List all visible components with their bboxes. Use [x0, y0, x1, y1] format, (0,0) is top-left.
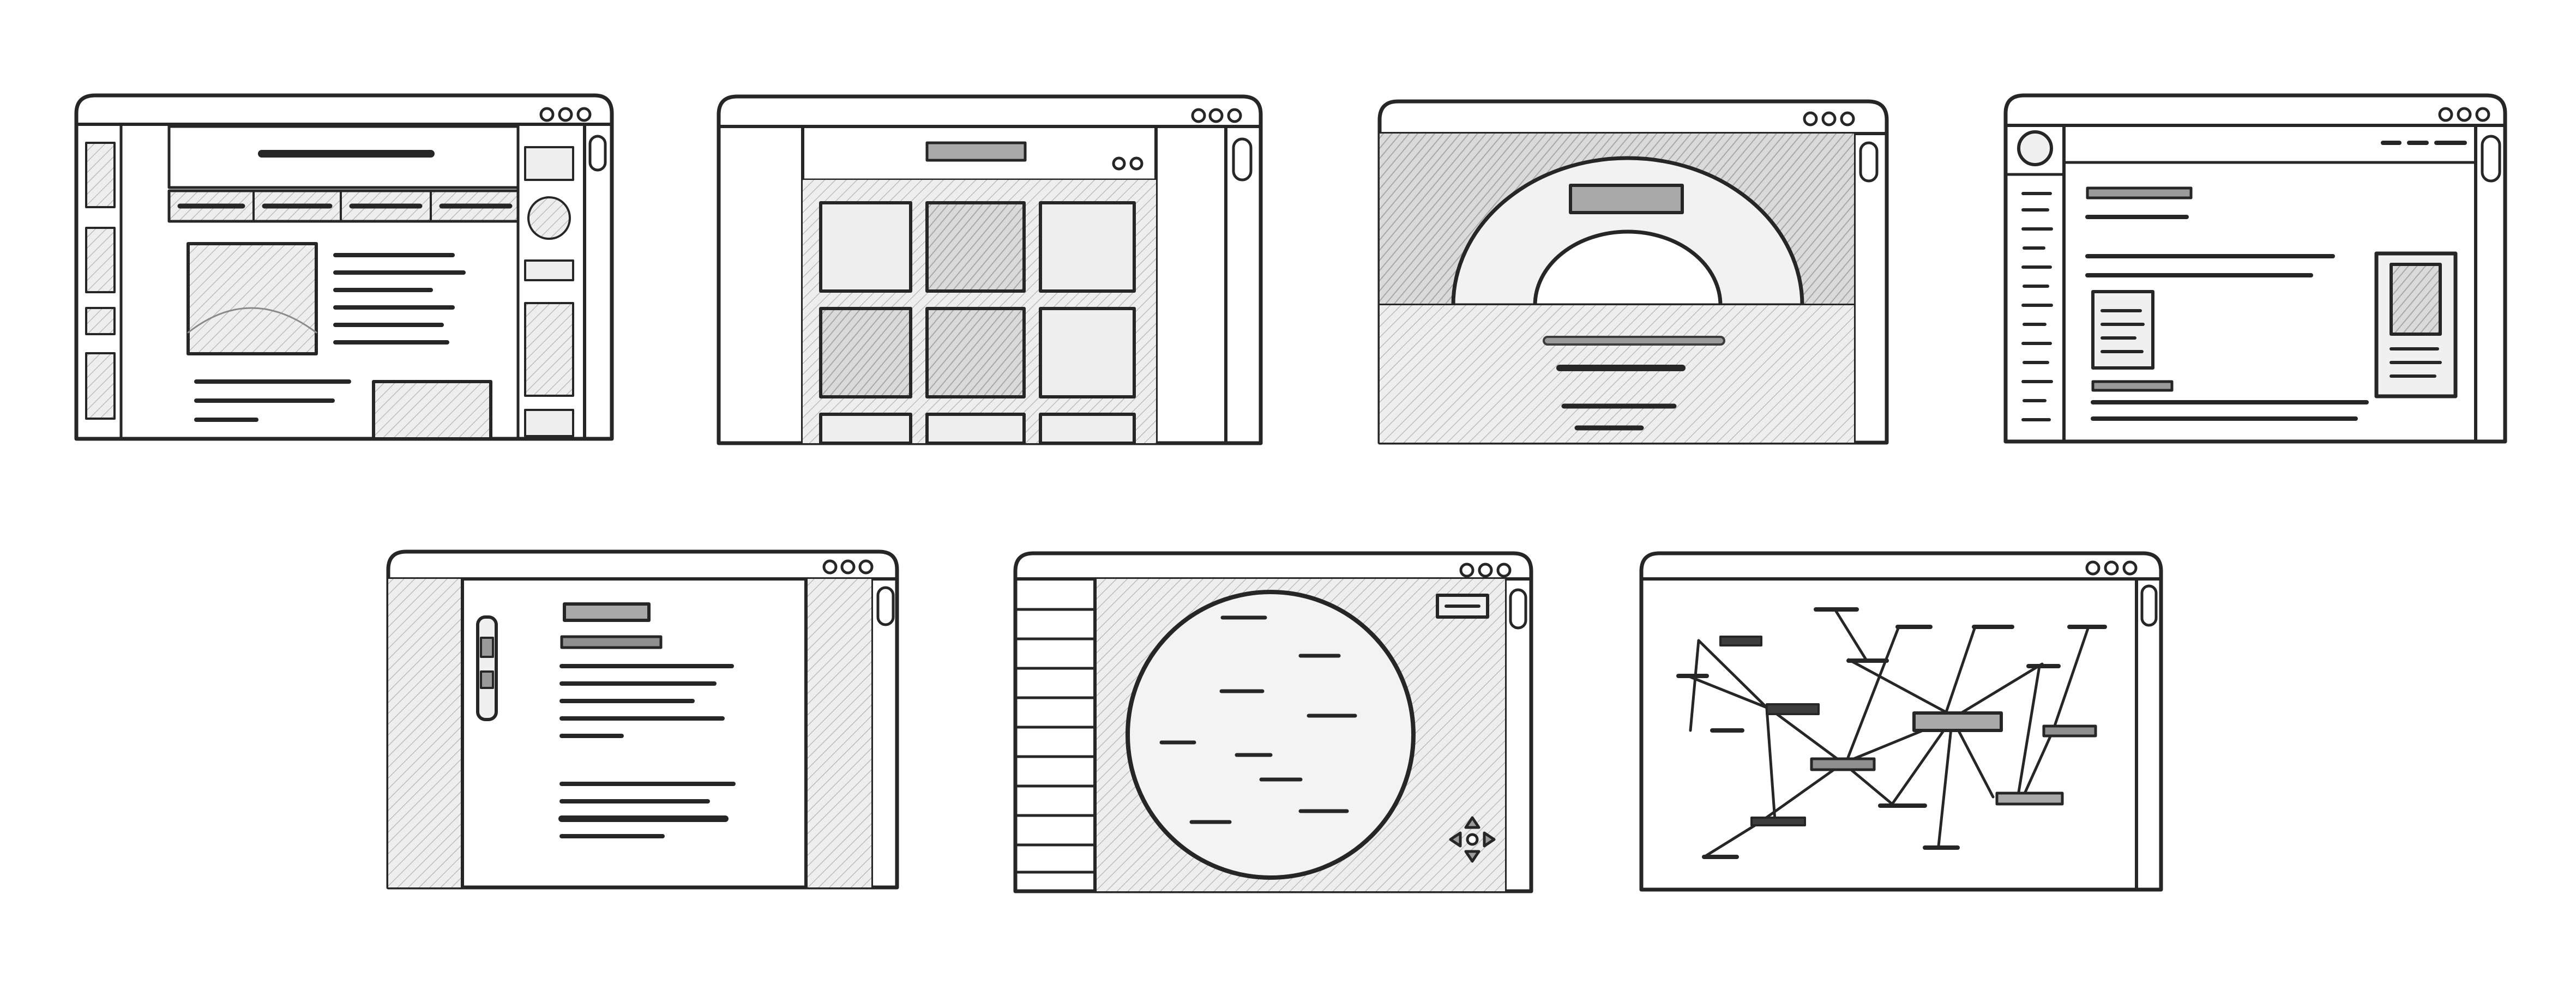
window-network-graph-layout	[1639, 551, 2163, 892]
grid-tile[interactable]	[1039, 201, 1136, 293]
sidebar-thumbnail	[85, 307, 116, 335]
window-control-icon[interactable]	[1459, 563, 1474, 578]
window-control-icon[interactable]	[822, 559, 838, 575]
timeline-scrubber[interactable]	[476, 615, 498, 721]
grid-tile[interactable]	[819, 201, 912, 293]
window-image-grid-layout	[717, 94, 1263, 445]
pan-control-icon[interactable]	[1449, 816, 1496, 863]
scrollbar-thumb[interactable]	[1859, 141, 1879, 183]
grid-header-title	[925, 141, 1027, 162]
grid-tile[interactable]	[819, 413, 912, 445]
window-control-icon[interactable]	[2475, 107, 2490, 122]
map-markers	[1159, 615, 1357, 824]
graph-edges	[1686, 608, 2090, 859]
grid-tile[interactable]	[1039, 307, 1136, 398]
window-control-icon[interactable]	[1478, 563, 1493, 578]
window-control-icon[interactable]	[858, 559, 874, 575]
scrollbar-thumb[interactable]	[2140, 584, 2158, 627]
sidebar-thumbnail	[85, 227, 116, 293]
window-control-icon[interactable]	[2122, 560, 2138, 576]
window-control-icon[interactable]	[576, 107, 592, 122]
grid-tile[interactable]	[925, 307, 1026, 398]
window-control-icon[interactable]	[2457, 107, 2472, 122]
window-control-icon[interactable]	[2438, 107, 2453, 122]
window-article-timeline-layout	[386, 549, 899, 890]
window-control-icon[interactable]	[1496, 563, 1512, 578]
circle-map[interactable]	[1126, 590, 1416, 880]
sidebar-thumbnail	[85, 352, 116, 420]
scrollbar-thumb[interactable]	[1232, 137, 1253, 182]
window-control-icon[interactable]	[1840, 111, 1855, 126]
window-control-icon[interactable]	[1208, 108, 1224, 123]
window-control-icon[interactable]	[2104, 560, 2119, 576]
scrollbar-thumb[interactable]	[1509, 588, 1527, 630]
scrollbar-thumb[interactable]	[2481, 135, 2501, 183]
grid-tile[interactable]	[925, 413, 1026, 445]
window-control-icon[interactable]	[558, 107, 573, 122]
window-control-icon[interactable]	[539, 107, 555, 122]
window-magazine-layout	[74, 93, 614, 441]
grid-tile[interactable]	[819, 307, 912, 398]
window-profile-dashboard-layout	[2003, 93, 2507, 444]
sidebar-thumbnail	[85, 142, 116, 208]
window-control-icon[interactable]	[1821, 111, 1837, 126]
info-card[interactable]	[2091, 290, 2154, 370]
window-control-icon[interactable]	[1227, 108, 1242, 123]
window-circle-map-layout	[1013, 551, 1533, 893]
window-control-icon[interactable]	[2085, 560, 2100, 576]
secondary-image	[372, 380, 492, 440]
article-image	[186, 242, 318, 355]
grid-tile[interactable]	[1039, 413, 1136, 445]
scrollbar-thumb[interactable]	[588, 135, 607, 172]
image-grid	[819, 201, 1136, 445]
window-control-icon[interactable]	[840, 559, 856, 575]
hero-title	[1569, 184, 1684, 214]
grid-tile[interactable]	[925, 201, 1026, 293]
window-control-icon[interactable]	[1803, 111, 1818, 126]
graph-nodes[interactable]	[1676, 607, 2107, 859]
side-list	[1014, 608, 1097, 874]
window-control-icon[interactable]	[1191, 108, 1206, 123]
scrollbar-thumb[interactable]	[876, 586, 895, 626]
article-title	[563, 602, 651, 622]
window-hero-arc-layout	[1377, 99, 1889, 445]
avatar[interactable]	[2017, 130, 2053, 166]
profile-heading	[2086, 186, 2193, 200]
